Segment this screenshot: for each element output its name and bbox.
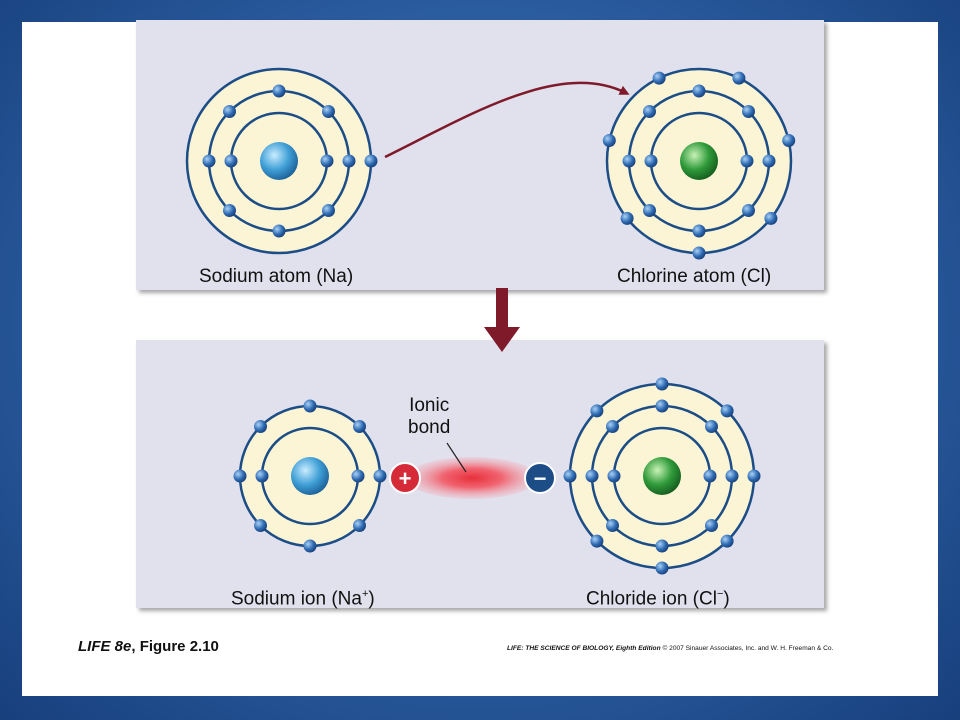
chloride-ion-charge: − bbox=[716, 588, 724, 600]
ionic-label-line1: Ionic bbox=[409, 395, 450, 416]
figure-number: , Figure 2.10 bbox=[131, 638, 219, 655]
sodium-ion-label-close: ) bbox=[368, 588, 375, 610]
copyright-caption: LIFE: THE SCIENCE OF BIOLOGY, Eighth Edi… bbox=[507, 645, 833, 652]
sodium-atom-label: Sodium atom (Na) bbox=[199, 266, 354, 287]
ionic-bond-label: Ionic bond bbox=[408, 395, 450, 439]
top-panel bbox=[136, 20, 824, 290]
bottom-panel bbox=[136, 340, 824, 608]
book-title: LIFE: THE SCIENCE OF BIOLOGY, Eighth Edi… bbox=[507, 645, 661, 652]
chlorine-atom-label: Chlorine atom (Cl) bbox=[617, 266, 772, 287]
chloride-ion-label-close: ) bbox=[723, 588, 730, 610]
sodium-ion-label: Sodium ion (Na+) bbox=[231, 588, 375, 610]
figure-book: LIFE 8e bbox=[78, 638, 132, 655]
chloride-ion-label: Chloride ion (Cl−) bbox=[586, 588, 730, 610]
sodium-ion-charge: + bbox=[361, 588, 369, 600]
chloride-ion-label-text: Chloride ion (Cl bbox=[586, 588, 717, 610]
copyright-text: © 2007 Sinauer Associates, Inc. and W. H… bbox=[660, 645, 834, 652]
figure-caption: LIFE 8e, Figure 2.10 bbox=[78, 638, 219, 655]
ionic-label-line2: bond bbox=[408, 417, 451, 438]
sodium-ion-label-text: Sodium ion (Na bbox=[231, 588, 362, 610]
